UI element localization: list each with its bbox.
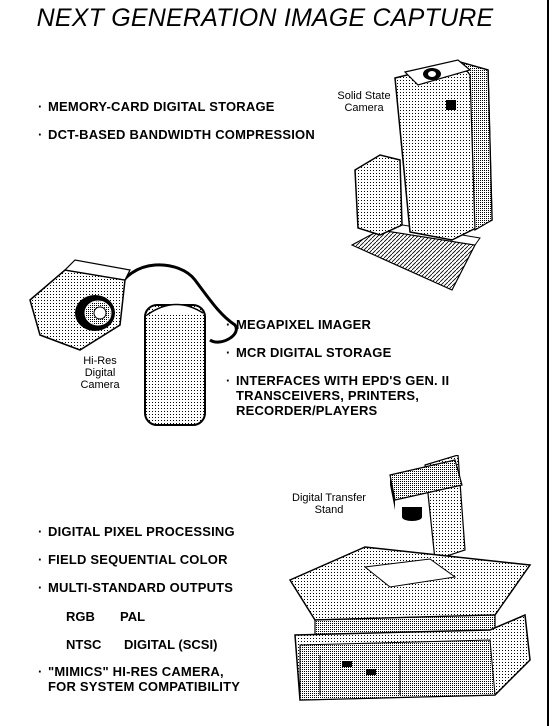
bullet-text: "MIMICS" HI-RES CAMERA,	[48, 664, 224, 679]
bullet-text: FIELD SEQUENTIAL COLOR	[48, 552, 228, 567]
bullet-dot: ·	[38, 127, 43, 142]
bullet-field-sequential: · FIELD SEQUENTIAL COLOR	[38, 552, 228, 567]
bullet-text: MCR DIGITAL STORAGE	[236, 345, 392, 360]
solid-state-camera-caption: Solid State Camera	[337, 90, 391, 114]
bullet-text: DCT-BASED BANDWIDTH COMPRESSION	[48, 127, 315, 142]
bullet-multi-standard: · MULTI-STANDARD OUTPUTS	[38, 580, 233, 595]
bullet-memory-card: · MEMORY-CARD DIGITAL STORAGE	[38, 99, 275, 114]
bullet-dct-compression: · DCT-BASED BANDWIDTH COMPRESSION	[38, 127, 315, 142]
output-pal: PAL	[120, 609, 146, 624]
digital-transfer-stand-illustration	[288, 455, 532, 701]
bullet-dot: ·	[38, 99, 43, 114]
bullet-dot: ·	[38, 664, 43, 679]
bullet-mcr-storage: · MCR DIGITAL STORAGE	[226, 345, 391, 360]
page-title: NEXT GENERATION IMAGE CAPTURE	[36, 4, 494, 32]
bullet-pixel-processing: · DIGITAL PIXEL PROCESSING	[38, 524, 235, 539]
bullet-megapixel-imager: · MEGAPIXEL IMAGER	[226, 317, 371, 332]
bullet-dot: ·	[226, 317, 231, 332]
bullet-mimics: · "MIMICS" HI-RES CAMERA, FOR SYSTEM COMP…	[38, 664, 240, 694]
bullet-dot: ·	[38, 580, 43, 595]
hi-res-camera-caption: Hi-Res Digital Camera	[80, 355, 120, 391]
output-rgb: RGB	[66, 609, 95, 624]
right-border-rule	[547, 0, 549, 726]
output-ntsc: NTSC	[66, 637, 102, 652]
bullet-text: INTERFACES WITH EPD'S GEN. II	[236, 373, 450, 388]
bullet-interfaces: · INTERFACES WITH EPD'S GEN. II TRANSCEIV…	[226, 373, 449, 418]
bullet-text: MULTI-STANDARD OUTPUTS	[48, 580, 234, 595]
bullet-text: DIGITAL PIXEL PROCESSING	[48, 524, 235, 539]
bullet-text: RECORDER/PLAYERS	[236, 403, 378, 418]
hi-res-digital-camera-illustration	[29, 259, 238, 426]
bullet-text: MEGAPIXEL IMAGER	[236, 317, 372, 332]
bullet-dot: ·	[38, 524, 43, 539]
bullet-dot: ·	[226, 373, 231, 388]
bullet-dot: ·	[226, 345, 231, 360]
bullet-text: TRANSCEIVERS, PRINTERS,	[236, 388, 420, 403]
bullet-dot: ·	[38, 552, 43, 567]
solid-state-camera-illustration	[350, 59, 493, 291]
output-digital-scsi: DIGITAL (SCSI)	[124, 637, 218, 652]
transfer-stand-caption: Digital Transfer Stand	[292, 492, 366, 516]
bullet-text: FOR SYSTEM COMPATIBILITY	[48, 679, 241, 694]
bullet-text: MEMORY-CARD DIGITAL STORAGE	[48, 99, 275, 114]
